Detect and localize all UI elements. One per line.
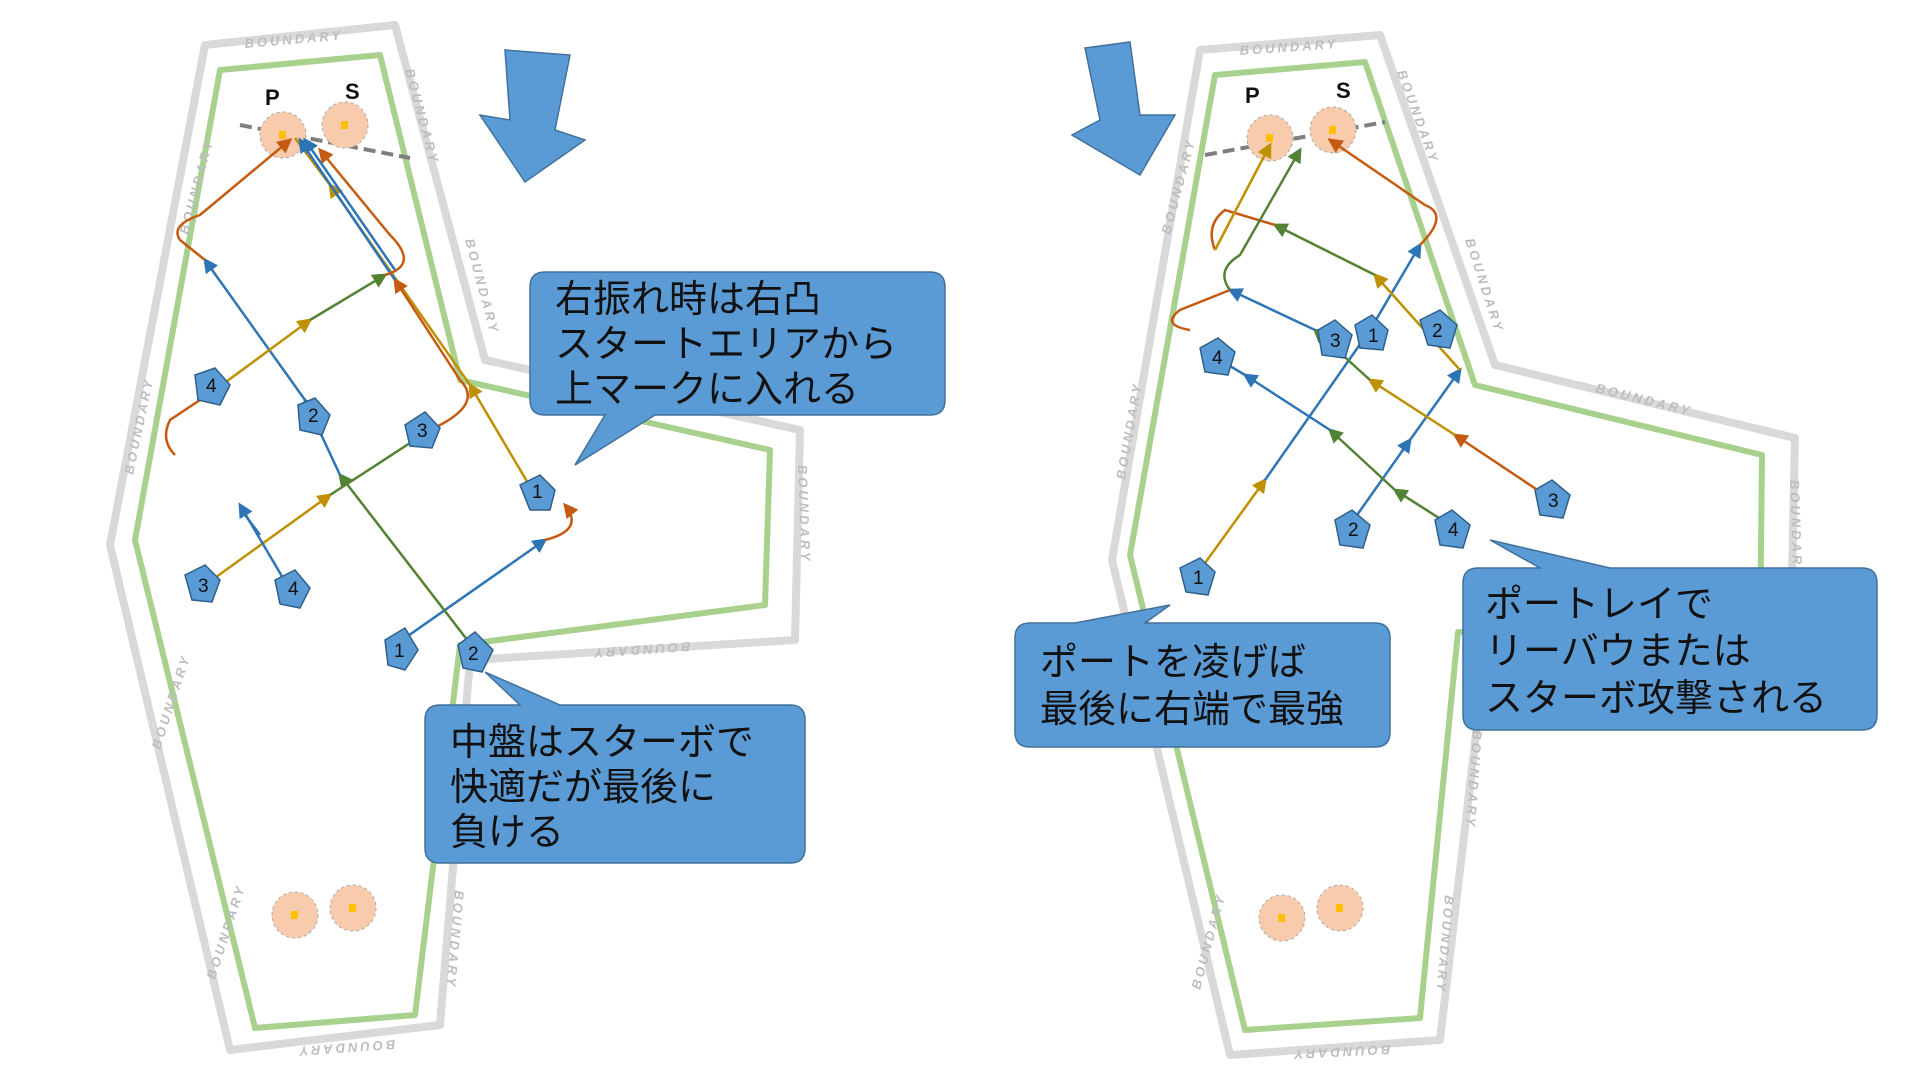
course-boundary <box>106 21 804 1054</box>
boat-2: 2 <box>1334 509 1371 549</box>
pin-label: P <box>1245 83 1260 108</box>
boundary-label: BOUNDARY <box>149 652 194 751</box>
callout-text-line: 右振れ時は右凸 <box>555 277 821 321</box>
track-boat-3 <box>204 493 333 587</box>
boat-3: 3 <box>1534 479 1571 519</box>
track-boat-2 <box>1348 437 1412 526</box>
boat-number: 1 <box>1368 326 1379 347</box>
callout-text-line: リーバウまたは <box>1485 629 1751 673</box>
boat-2: 2 <box>297 397 331 436</box>
callout-top: 右振れ時は右凸 スタートエリアから 上マークに入れる <box>529 271 946 466</box>
callout-text-line: ポートを凌げば <box>1040 640 1306 684</box>
track-boat-3 <box>1452 433 1546 497</box>
boat-4: 4 <box>194 367 231 406</box>
boundary-label: BOUNDARY <box>1239 36 1339 58</box>
boundary-label: BOUNDARY <box>591 639 691 661</box>
boat-number: 2 <box>468 644 479 665</box>
boats: 1 1 2 2 3 3 4 <box>1179 309 1571 596</box>
boat-number: 1 <box>394 641 405 662</box>
boat-4: 4 <box>1434 509 1471 549</box>
starboard-label: S <box>345 79 360 104</box>
boats: 1 1 2 2 3 3 4 <box>184 367 556 673</box>
boat-1: 1 <box>519 474 556 511</box>
left-panel: BOUNDARY BOUNDARY BOUNDARY BOUNDARY BOUN… <box>106 21 946 1059</box>
boundary-label: BOUNDARY <box>795 465 813 564</box>
callout-left: ポートを凌げば 最後に右端で最強 <box>1014 604 1391 748</box>
starboard-label: S <box>1336 78 1351 103</box>
boat-1: 1 <box>1179 557 1216 596</box>
boat-number: 2 <box>1348 520 1359 541</box>
boundary-label: BOUNDARY <box>1113 381 1145 481</box>
callout-text-line: 中盤はスターボで <box>450 720 754 764</box>
marks: P S <box>259 79 377 939</box>
boat-3: 3 <box>404 411 441 449</box>
wind-arrow <box>1070 41 1177 177</box>
boat-number: 3 <box>198 576 209 597</box>
boundary-label: BOUNDARY <box>1291 1042 1391 1062</box>
pin-label: P <box>265 85 280 110</box>
callout-text-line: 上マークに入れる <box>555 367 859 411</box>
boat-number: 1 <box>532 482 543 503</box>
boat-number: 2 <box>1432 321 1443 342</box>
boat-tracks <box>164 137 579 651</box>
track-boat-1 <box>1198 477 1267 571</box>
boat-number: 3 <box>1548 491 1559 512</box>
boat-number: 4 <box>206 376 217 397</box>
boundary-label: BOUNDARY <box>1463 730 1485 830</box>
callout-text-line: 快適だが最後に <box>450 765 716 809</box>
boat-number: 3 <box>417 421 428 442</box>
wind-arrow <box>478 49 587 184</box>
boat-1: 1 <box>1354 314 1389 351</box>
boat-2: 2 <box>457 631 494 673</box>
boat-number: 4 <box>1212 348 1223 369</box>
boundary-label: BOUNDARY <box>1787 480 1805 579</box>
boat-2: 2 <box>1419 309 1458 349</box>
callout-right: ポートレイで リーバウまたは スターボ攻撃される <box>1462 539 1878 731</box>
boundary-label: BOUNDARY <box>296 1037 396 1059</box>
boundary-label: BOUNDARY <box>1433 895 1457 995</box>
boat-4: 4 <box>1199 337 1236 376</box>
track-boat-1 <box>394 538 548 647</box>
callout-text-line: ポートレイで <box>1485 582 1713 626</box>
boat-number: 4 <box>288 579 299 600</box>
boat-number: 1 <box>1193 568 1204 589</box>
boundary-label: BOUNDARY <box>402 67 442 166</box>
marks: P S <box>1245 78 1364 942</box>
right-panel: BOUNDARY BOUNDARY BOUNDARY BOUNDARY BOUN… <box>1014 31 1878 1062</box>
boat-3: 3 <box>1317 319 1353 359</box>
boundary-label: BOUNDARY <box>1594 380 1694 418</box>
boundary-label: BOUNDARY <box>244 27 344 51</box>
boat-4: 4 <box>274 569 311 609</box>
callout-text-line: 負ける <box>450 810 564 854</box>
boat-3: 3 <box>184 564 221 603</box>
boat-number: 3 <box>1330 331 1341 352</box>
boat-number: 4 <box>1448 520 1459 541</box>
callout-text-line: スタートエリアから <box>555 322 897 366</box>
callout-text-line: 最後に右端で最強 <box>1040 687 1344 731</box>
start-line <box>1204 120 1386 157</box>
boat-number: 2 <box>308 406 319 427</box>
track-boat-2 <box>338 472 476 651</box>
boat-1: 1 <box>384 626 419 671</box>
callout-text-line: スターボ攻撃される <box>1485 676 1827 720</box>
callout-bottom: 中盤はスターボで 快適だが最後に 負ける <box>424 671 806 864</box>
